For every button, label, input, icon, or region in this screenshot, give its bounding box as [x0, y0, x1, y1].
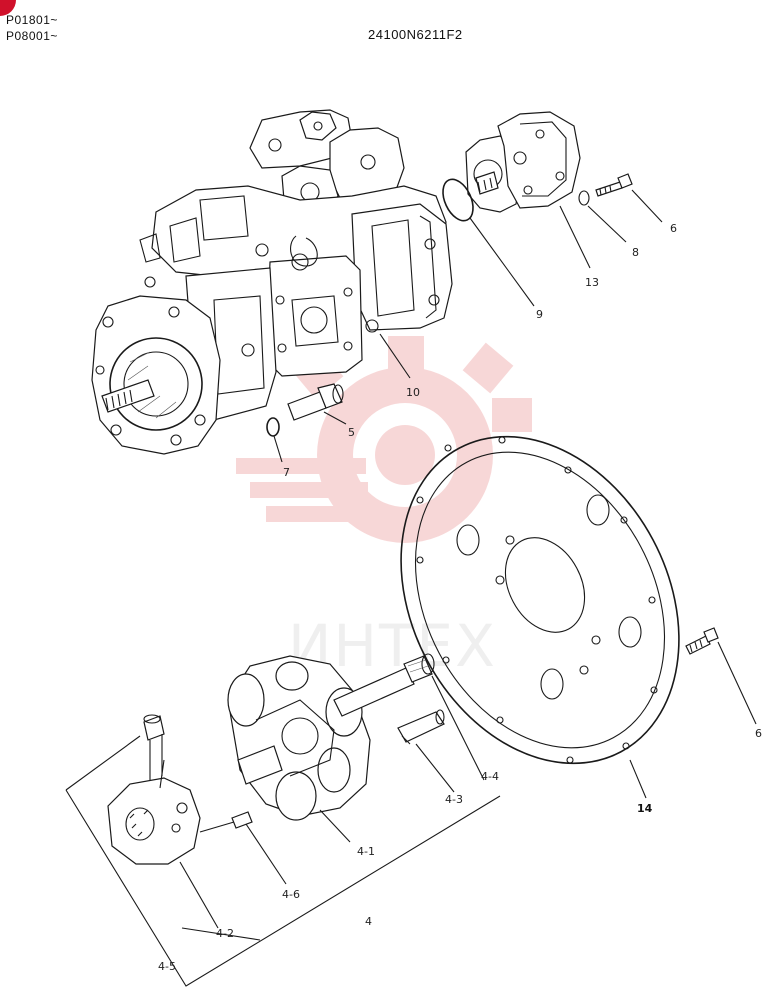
- watermark-logo: ИНТЕХ: [236, 336, 532, 680]
- label-14: 14: [637, 802, 653, 815]
- corner-mark: [0, 0, 16, 16]
- label-5: 5: [348, 426, 355, 439]
- bolt-5: [287, 383, 344, 421]
- label-4-6: 4-6: [282, 888, 300, 901]
- washer-7: [266, 417, 280, 437]
- label-6-top: 6: [670, 222, 677, 235]
- set-screw-4-6: [199, 811, 253, 833]
- o-ring-9: [442, 178, 474, 222]
- label-4-3: 4-3: [445, 793, 463, 806]
- bolt-4-4: [333, 653, 435, 717]
- serial-range-2: P08001~: [6, 29, 58, 43]
- part-number: 24100N6211F2: [368, 27, 463, 42]
- serial-range-1: P01801~: [6, 13, 58, 27]
- coupling-element-4-1: [227, 655, 371, 821]
- flywheel-plate-14: [400, 435, 680, 765]
- label-4-5: 4-5: [158, 960, 176, 973]
- label-4-4: 4-4: [481, 770, 499, 783]
- label-8: 8: [632, 246, 639, 259]
- hydraulic-pump-10: [91, 109, 453, 455]
- label-4-1: 4-1: [357, 845, 375, 858]
- label-9: 9: [536, 308, 543, 321]
- set-screw-4-5: [143, 714, 165, 780]
- hub-4-2: [107, 759, 201, 865]
- label-10: 10: [406, 386, 420, 399]
- bolt-6-right: [685, 627, 719, 655]
- part-labels: 6 8 13 9 10 5 7 14 6 4-4 4-3 4-1 4-6 4 4…: [158, 222, 762, 973]
- leader-lines: [65, 189, 757, 987]
- gear-pump-13: [465, 111, 581, 213]
- label-7: 7: [283, 466, 290, 479]
- pin-4-3: [397, 709, 445, 745]
- label-13: 13: [585, 276, 599, 289]
- bolt-6-top: [595, 173, 633, 197]
- label-4-2: 4-2: [216, 927, 234, 940]
- label-6-right: 6: [755, 727, 762, 740]
- washer-8: [578, 190, 590, 206]
- label-4: 4: [365, 915, 372, 928]
